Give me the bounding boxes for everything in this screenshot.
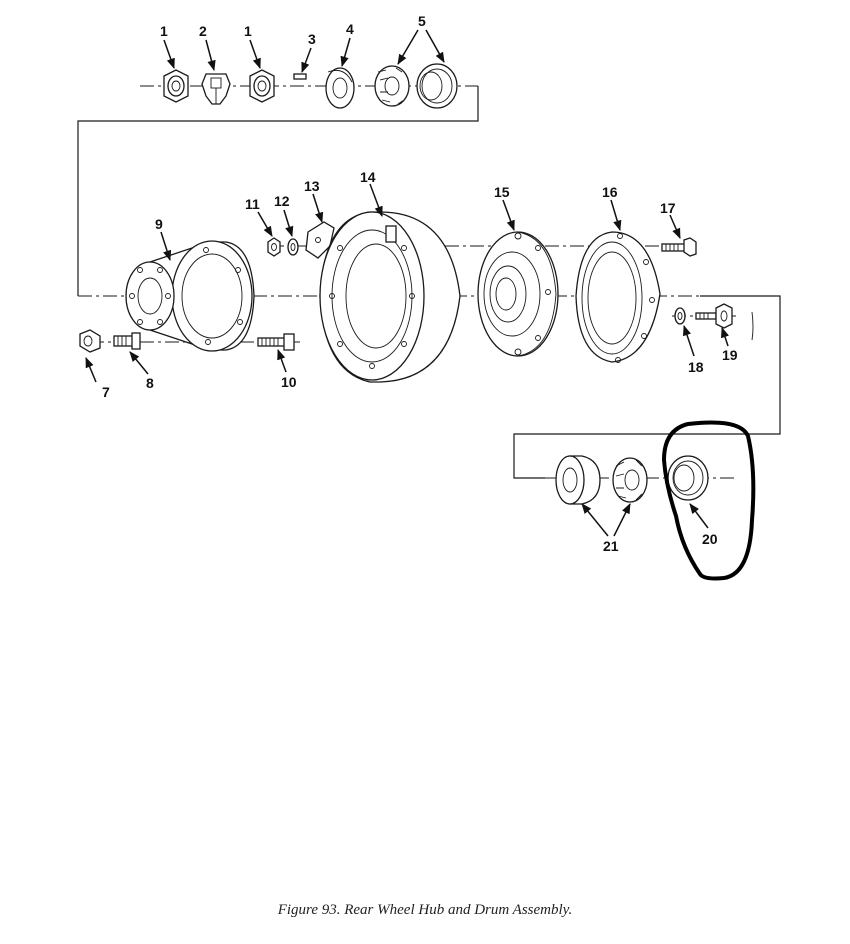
callout-14: 14 [360, 169, 376, 185]
callout-labels: 1 2 1 3 4 5 9 7 8 10 11 12 13 14 15 16 1… [102, 13, 738, 554]
callout-8: 8 [146, 375, 154, 391]
figure-caption: Figure 93. Rear Wheel Hub and Drum Assem… [277, 902, 573, 918]
callout-18: 18 [688, 359, 704, 375]
callout-15: 15 [494, 184, 510, 200]
callout-9: 9 [155, 216, 163, 232]
wheel-nut-part [79, 329, 101, 353]
brake-drum-part [319, 211, 461, 383]
callout-3: 3 [308, 31, 316, 47]
path-connectors [77, 86, 781, 479]
callout-17: 17 [660, 200, 676, 216]
washer-part [325, 67, 355, 109]
hub-bolt-part [661, 237, 697, 257]
lockwasher-part [201, 73, 231, 105]
hub-washer-part [674, 307, 686, 325]
small-washer-part [287, 238, 299, 256]
castle-nut-part [163, 69, 189, 103]
small-nut-part [267, 237, 281, 257]
hub-plate-part [575, 231, 661, 363]
callout-16: 16 [602, 184, 618, 200]
adjusting-nut-part [249, 69, 275, 103]
callout-11: 11 [245, 196, 260, 212]
inner-bearing-cup-part [555, 455, 601, 505]
wheel-hub-part [477, 231, 559, 357]
key-part [293, 73, 307, 80]
bearing-cone-part [374, 65, 410, 107]
wheel-stud-part [113, 332, 141, 350]
callout-7: 7 [102, 384, 110, 400]
callout-21: 21 [603, 538, 619, 554]
edge-mark [751, 311, 754, 341]
bearing-cup-part [416, 63, 458, 109]
callout-4: 4 [346, 21, 354, 37]
callout-1: 1 [160, 23, 168, 39]
callout-20: 20 [702, 531, 718, 547]
callout-2: 2 [199, 23, 207, 39]
callout-13: 13 [304, 178, 320, 194]
callout-1-second: 1 [244, 23, 252, 39]
highlight-loop [662, 420, 756, 581]
inner-bearing-cone-part [612, 457, 648, 503]
callout-10: 10 [281, 374, 297, 390]
callout-19: 19 [722, 347, 738, 363]
oil-seal-part [667, 455, 709, 501]
flange-bolt-part [257, 333, 295, 351]
leader-arrows [85, 29, 729, 537]
callout-5: 5 [418, 13, 426, 29]
hub-stud-nut-part [695, 303, 733, 329]
callout-12: 12 [274, 193, 290, 209]
axle-shaft-flange-part [125, 240, 255, 352]
